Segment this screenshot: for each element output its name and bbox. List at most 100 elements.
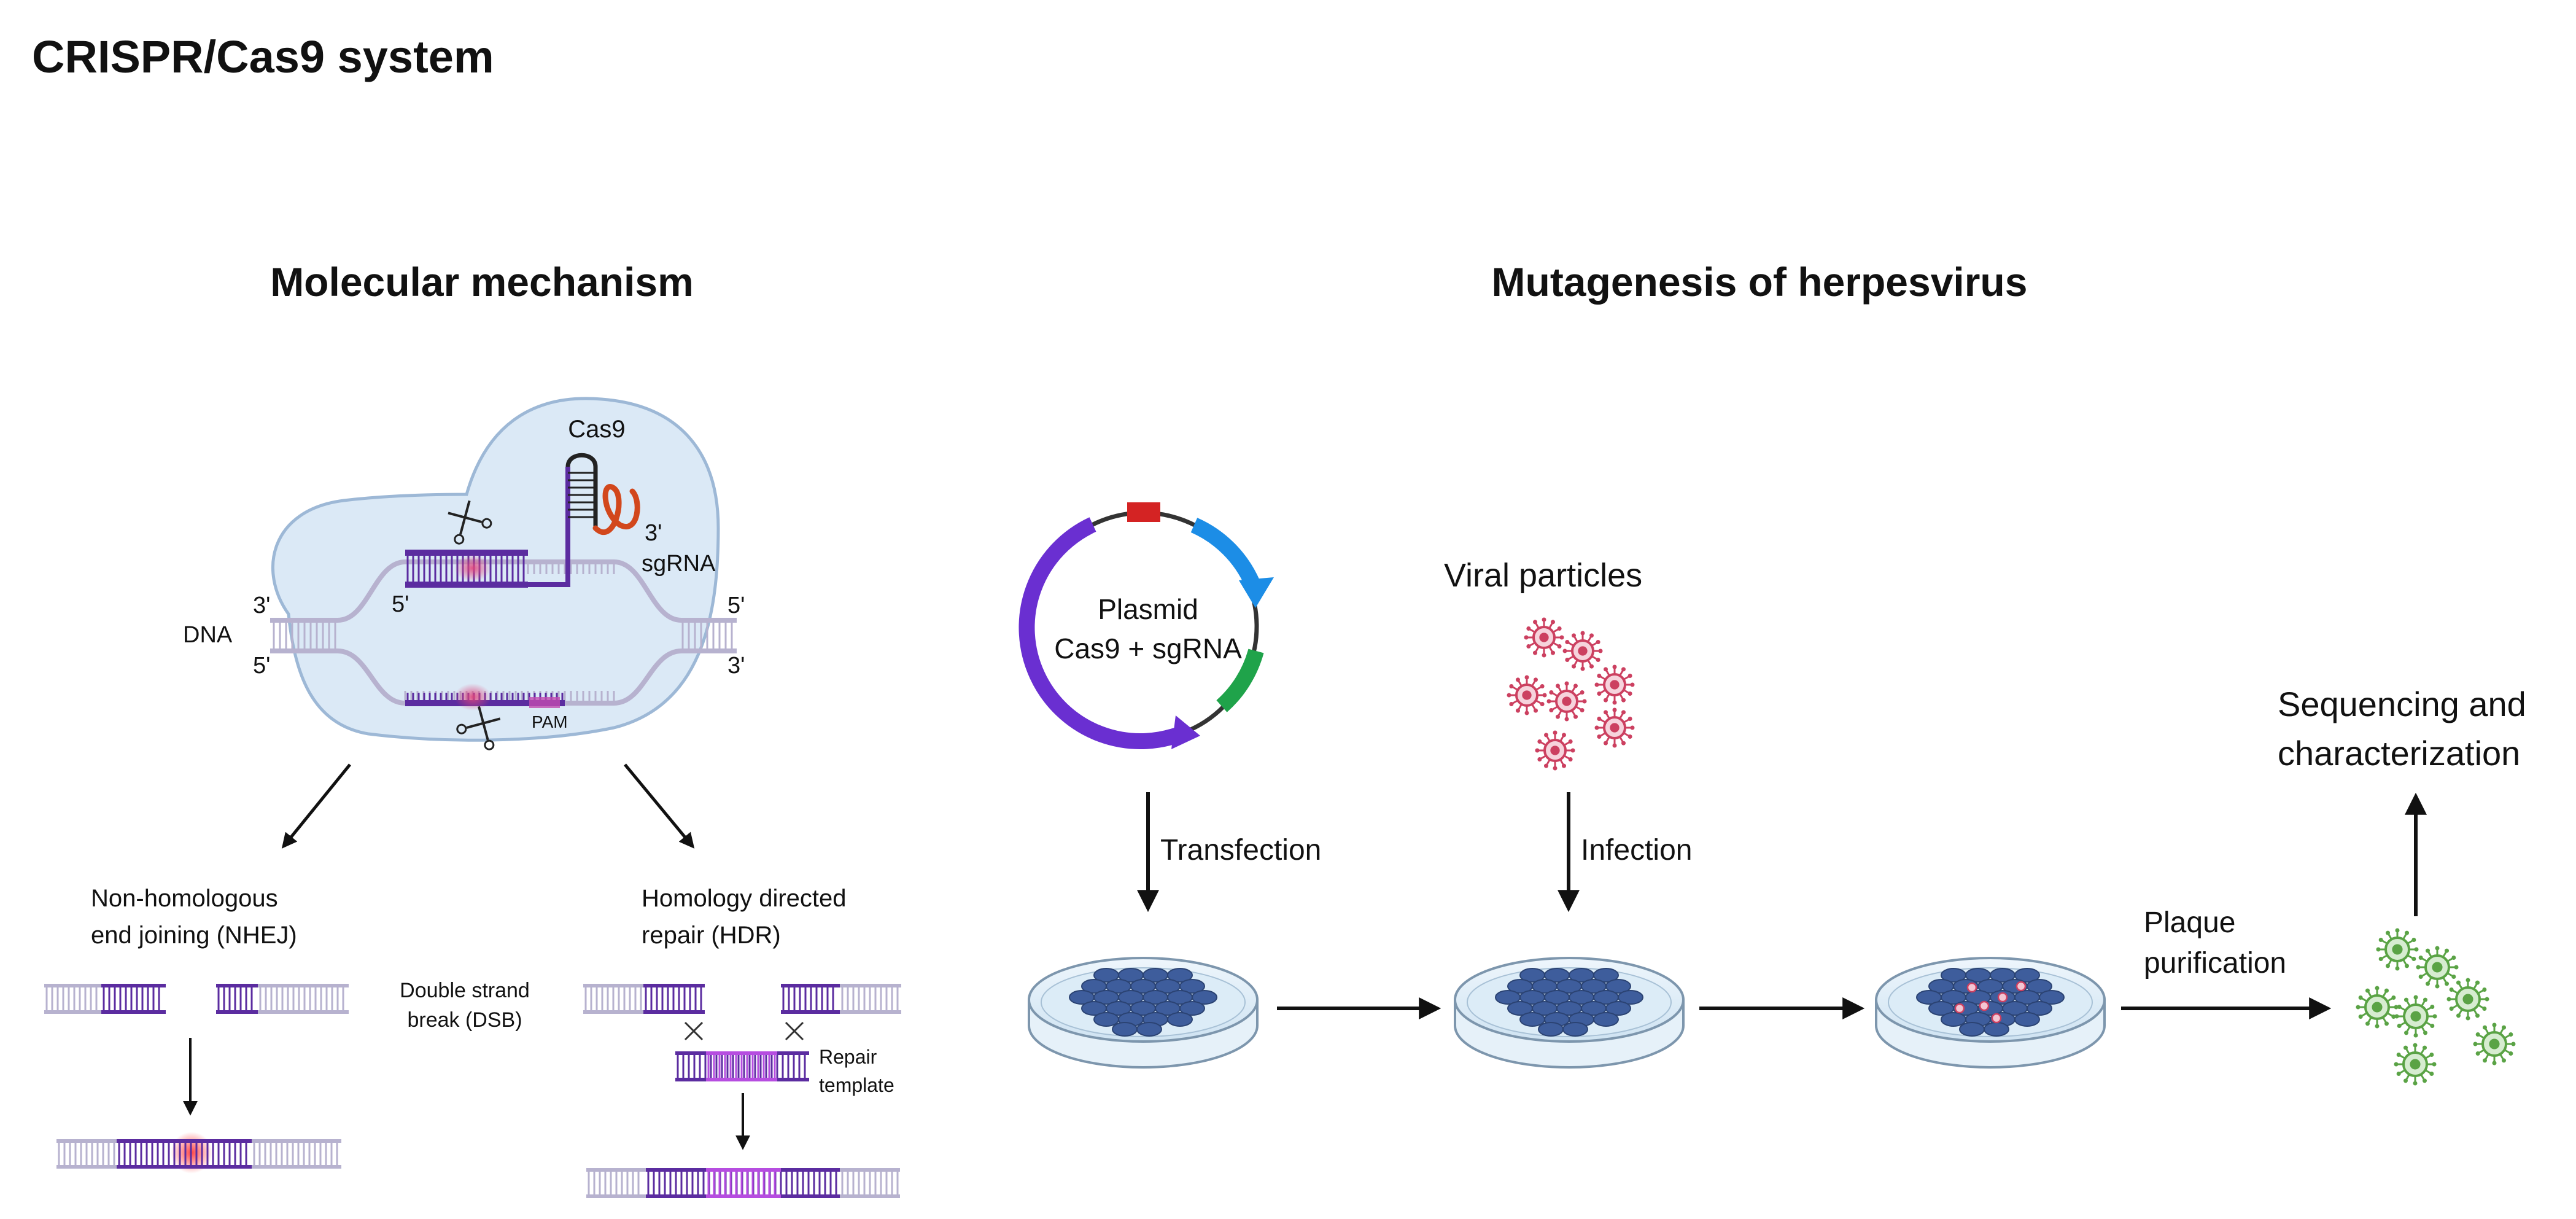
scissors-icon (448, 500, 492, 545)
virus-particle (2473, 1022, 2516, 1065)
virus-spike-tip (2356, 1005, 2361, 1010)
virus-spike-tip (1627, 734, 1632, 739)
virus-spike-tip (1534, 708, 1538, 713)
hdr-repaired-dna (586, 1168, 900, 1198)
virus-spike-tip (1573, 683, 1578, 688)
virus-particle (1562, 631, 1603, 671)
virus-spike-tip (1621, 710, 1626, 715)
mutagenesis-heading: Mutagenesis of herpesvirus (1492, 259, 2028, 305)
virus-spike-tip (1582, 699, 1587, 704)
virus-spike-tip (2378, 957, 2383, 961)
virus-spike-tip (1604, 741, 1608, 746)
virus-spike-tip (2435, 946, 2440, 951)
virus-spike-tip (2375, 986, 2380, 991)
virus-spike-tip (2429, 1053, 2434, 1057)
virus-spike-tip (2456, 980, 2461, 985)
dna-left-top-end: 3' (253, 593, 270, 618)
virus-spike-tip (2465, 978, 2470, 983)
virus-spike-tip (1594, 682, 1599, 687)
nhej-label-line1: Non-homologous (91, 885, 278, 912)
virus-particle (2446, 978, 2489, 1021)
virus-spike-tip (2511, 1042, 2516, 1046)
plaque-virus (1991, 1013, 2002, 1024)
virus-spike-tip (2376, 947, 2381, 952)
sgrna-structure (528, 453, 640, 587)
nhej-label-line2: end joining (NHEJ) (91, 922, 297, 949)
plaque-virus (1997, 992, 2008, 1003)
cell (1179, 979, 1205, 994)
plaque-virus (1966, 982, 1977, 993)
virus-spike-tip (1580, 708, 1585, 712)
virus-spike-tip (1580, 631, 1585, 636)
cut-site-glow-top (454, 555, 491, 582)
cell (2027, 979, 2052, 994)
virus-spike-tip (1612, 707, 1617, 712)
cell (1167, 968, 1193, 983)
virus-spike-tip (2397, 1005, 2402, 1009)
cell (1179, 1001, 1205, 1016)
virus-core (2410, 1011, 2421, 1022)
virus-spike-tip (2445, 981, 2449, 986)
cell (1112, 1022, 1138, 1037)
virus-particle (2376, 928, 2419, 971)
virus-spike-tip (2423, 1045, 2427, 1050)
virus-spike-tip (2365, 1021, 2370, 1026)
transfection-label: Transfection (1160, 834, 1321, 867)
virus-spike-tip (1557, 644, 1562, 648)
infection-label: Infection (1581, 834, 1692, 867)
virus-spike-tip (2384, 1021, 2389, 1026)
virus-spike-tip (2391, 995, 2396, 1000)
virus-spike-tip (1546, 699, 1551, 704)
cell (1941, 1012, 1966, 1027)
sequencing-label-line2: characterization (2278, 734, 2520, 773)
cas9-label: Cas9 (568, 416, 625, 443)
virus-spike-tip (2508, 1051, 2513, 1056)
virus-spike-tip (2375, 1024, 2380, 1029)
virus-spike-tip (2449, 1007, 2454, 1011)
cell (1605, 1001, 1631, 1016)
virus-spike-tip (2378, 938, 2383, 942)
virus-spike-tip (2396, 1053, 2401, 1057)
virus-particle (1507, 675, 1547, 715)
sgrna-stem-pairs (568, 472, 596, 518)
plasmid-blue-gene (1190, 518, 1260, 587)
cell (1605, 979, 1631, 994)
virus-spike-tip (2482, 1007, 2487, 1011)
dsb-label-line2: break (DSB) (407, 1008, 522, 1032)
virus-spike-tip (1524, 675, 1529, 680)
virus-spike-tip (2475, 1013, 2480, 1018)
virus-spike-tip (1627, 674, 1632, 678)
cell (1618, 990, 1643, 1005)
virus-spike-tip (1542, 617, 1546, 622)
virus-spike-tip (1594, 725, 1599, 730)
virus-spike-tip (1509, 702, 1514, 706)
virus-spike-tip (1568, 739, 1573, 744)
cell (2027, 1001, 2052, 1016)
virus-spike-tip (2405, 964, 2409, 968)
virus-spike-tip (1596, 658, 1600, 662)
plasmid-cas9-gene (1018, 517, 1192, 750)
viral-particles-label: Viral particles (1444, 557, 1642, 594)
plaque-label-line1: Plaque (2144, 906, 2235, 939)
virus-core (1550, 746, 1560, 755)
virus-spike-tip (1589, 664, 1594, 669)
virus-spike-tip (2411, 938, 2416, 942)
virus-spike-tip (2465, 1016, 2470, 1021)
virus-spike-tip (2432, 1014, 2437, 1019)
cell (1959, 1022, 1985, 1037)
plasmid-cas9-arrowhead (1171, 715, 1200, 749)
virus-spike-tip (1630, 682, 1635, 687)
virus-spike-tip (2413, 1081, 2418, 1086)
virus-spike-tip (1553, 730, 1558, 735)
virus-spike-tip (1537, 757, 1542, 761)
virus-spike-tip (2473, 1042, 2478, 1046)
virus-core (1539, 633, 1549, 642)
virus-spike-tip (1630, 725, 1635, 730)
cell (1593, 1012, 1619, 1027)
virus-spike-tip (2492, 1061, 2497, 1065)
virus-core (2410, 1059, 2421, 1070)
arrow-to-nhej (281, 763, 351, 849)
virus-spike-tip (2430, 1024, 2435, 1028)
virus-spike-tip (2395, 966, 2400, 971)
